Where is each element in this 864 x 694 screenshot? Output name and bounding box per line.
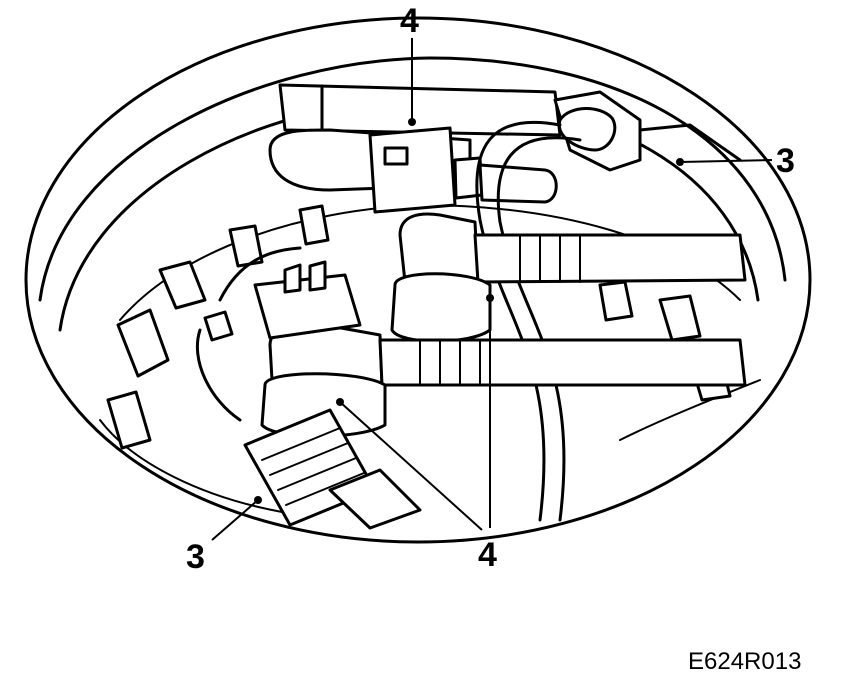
lower-outlet (260, 322, 747, 438)
left-harness (195, 310, 242, 422)
figure-code: E624R013 (688, 648, 802, 675)
callout-top-4: 4 (400, 2, 419, 40)
left-connector (218, 246, 362, 340)
callout-bottom-4: 4 (478, 536, 497, 574)
tank-opening-rings (24, 16, 812, 544)
upper-outlet (390, 212, 747, 343)
callout-right-3: 3 (776, 142, 795, 180)
callout-left-3: 3 (186, 538, 205, 576)
leader-lines (211, 38, 773, 541)
top-bracket (268, 83, 742, 192)
bottom-connector (243, 408, 422, 530)
